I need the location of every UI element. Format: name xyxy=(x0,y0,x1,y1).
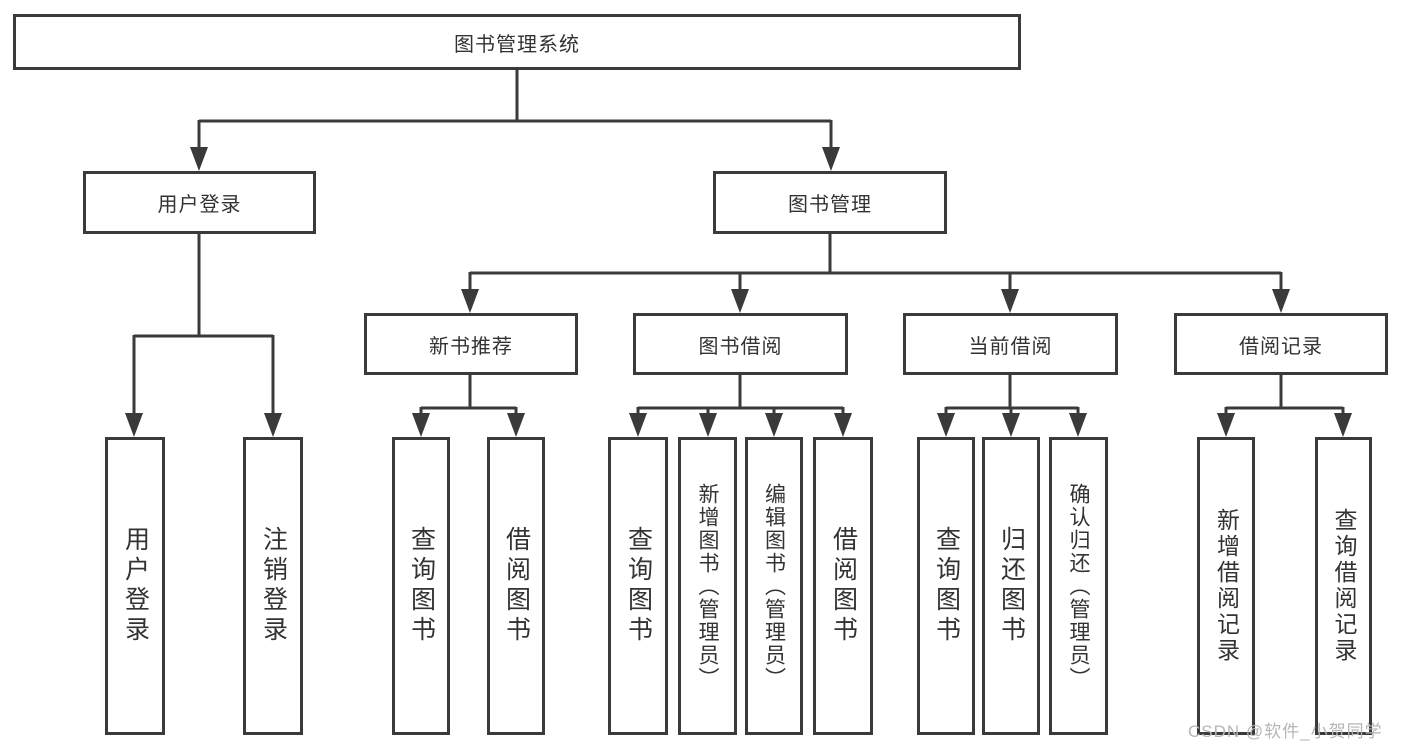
watermark: CSDN @软件_小贺同学 xyxy=(1188,722,1383,741)
node-label: 图书借阅 xyxy=(698,335,783,358)
leaf-logout: 注销登录 xyxy=(243,437,303,735)
node-label: 注销登录 xyxy=(259,526,288,646)
node-label: 用户登录 xyxy=(121,526,150,646)
node-label: 借阅图书 xyxy=(829,526,858,646)
node-current-borrowing: 当前借阅 xyxy=(903,313,1118,375)
node-borrowing-records: 借阅记录 xyxy=(1174,313,1388,375)
leaf-query-books-borrow: 查询图书 xyxy=(608,437,668,735)
node-label: 归还图书 xyxy=(997,526,1026,646)
leaf-query-borrow-record: 查询借阅记录 xyxy=(1315,437,1372,735)
leaf-query-books-current: 查询图书 xyxy=(917,437,975,735)
node-label: 借阅记录 xyxy=(1239,335,1323,358)
node-label: 查询借阅记录 xyxy=(1331,508,1357,664)
node-label: 查询图书 xyxy=(407,526,436,646)
node-label: 确认归还（管理员） xyxy=(1067,482,1090,690)
leaf-borrow-books-borrow: 借阅图书 xyxy=(813,437,873,735)
node-label: 新书推荐 xyxy=(429,335,513,358)
node-label: 借阅图书 xyxy=(502,526,531,646)
leaf-return-books: 归还图书 xyxy=(982,437,1040,735)
node-book-borrowing: 图书借阅 xyxy=(633,313,848,375)
node-label: 新增借阅记录 xyxy=(1213,508,1240,664)
leaf-edit-book-admin: 编辑图书（管理员） xyxy=(745,437,803,735)
node-label: 图书管理系统 xyxy=(454,33,580,56)
leaf-add-book-admin: 新增图书（管理员） xyxy=(678,437,737,735)
node-label: 查询图书 xyxy=(624,526,653,646)
node-new-book-recommendation: 新书推荐 xyxy=(364,313,578,375)
node-label: 编辑图书（管理员） xyxy=(762,482,786,690)
leaf-borrow-books-recommend: 借阅图书 xyxy=(487,437,545,735)
leaf-add-borrow-record: 新增借阅记录 xyxy=(1197,437,1255,735)
leaf-user-login: 用户登录 xyxy=(105,437,165,735)
node-label: 查询图书 xyxy=(932,526,961,646)
node-library-management-system: 图书管理系统 xyxy=(13,14,1021,70)
node-label: 用户登录 xyxy=(157,194,242,216)
node-label: 当前借阅 xyxy=(968,335,1053,358)
node-label: 图书管理 xyxy=(788,194,872,216)
node-book-management: 图书管理 xyxy=(713,171,947,234)
node-user-login: 用户登录 xyxy=(83,171,316,234)
leaf-confirm-return-admin: 确认归还（管理员） xyxy=(1049,437,1108,735)
leaf-query-books-recommend: 查询图书 xyxy=(392,437,450,735)
node-label: 新增图书（管理员） xyxy=(696,482,719,690)
